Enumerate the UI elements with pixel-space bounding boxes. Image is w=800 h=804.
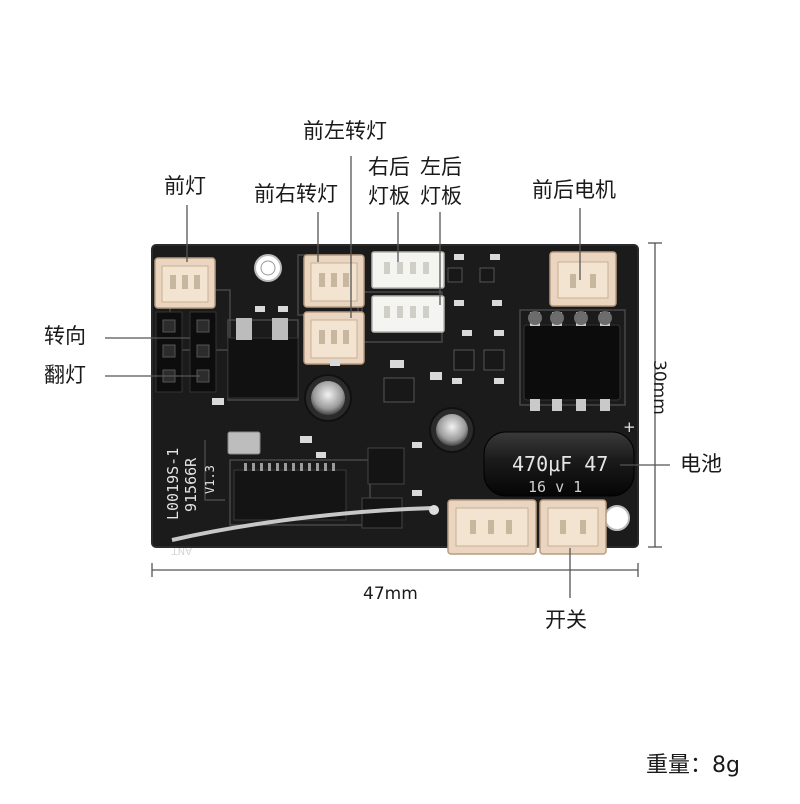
label-battery: 电池: [680, 452, 722, 476]
dimension-height: 30mm: [649, 360, 669, 415]
label-switch: 开关: [545, 608, 587, 632]
weight-label: 重量：8g: [646, 753, 740, 778]
switch-connector: [539, 499, 607, 555]
main-capacitor: 470μF 47 16 v 1 +: [483, 418, 636, 497]
antenna-wire: [171, 506, 435, 542]
dimension-markers: [151, 242, 662, 577]
rf-chip: [361, 447, 405, 529]
label-front-left-turn: 前左转灯: [303, 119, 387, 143]
capacitor-small-2: [429, 407, 475, 453]
voltage-regulator: [227, 318, 299, 399]
mounting-hole-bottom-right: [604, 505, 630, 531]
label-rear-right-line2: 灯板: [368, 184, 410, 208]
label-rear-left-line1: 左后: [420, 155, 462, 179]
crystal-oscillator: [227, 431, 261, 455]
motor-connector: [549, 251, 617, 307]
dimension-width: 47mm: [363, 584, 418, 604]
smd-components: [212, 254, 505, 496]
bottom-left-connector: [447, 499, 537, 555]
plus-mark: +: [623, 418, 636, 436]
label-rear-left-line2: 灯板: [420, 184, 462, 208]
leader-lines: [105, 156, 670, 598]
front-light-connector: [154, 257, 216, 309]
board-model-print: L0019S-1: [164, 448, 182, 520]
capacitor-small-1: [304, 374, 352, 422]
board-code-print: 91566R: [182, 457, 200, 512]
label-rear-right-line1: 右后: [368, 155, 410, 179]
board-version-print: V1.3: [203, 465, 217, 494]
label-front-light: 前灯: [164, 174, 206, 198]
rear-left-board-connector: [371, 295, 445, 333]
label-flip-light: 翻灯: [44, 363, 86, 387]
label-turn: 转向: [44, 324, 86, 348]
front-right-turn-connector: [303, 254, 365, 308]
capacitor-voltage-print: 16 v 1: [528, 478, 582, 496]
label-front-right-turn: 前右转灯: [254, 182, 338, 206]
capacitor-value-print: 470μF 47: [512, 452, 608, 476]
motor-driver-ic: [523, 311, 621, 411]
rear-right-board-connector: [371, 251, 445, 289]
label-motor: 前后电机: [532, 178, 616, 202]
front-left-turn-connector: [303, 311, 365, 365]
antenna-print: ANT: [171, 545, 192, 556]
pin-header-turn-flip: [155, 311, 217, 393]
mounting-hole-top: [254, 254, 282, 282]
main-controller-chip: [233, 463, 347, 521]
